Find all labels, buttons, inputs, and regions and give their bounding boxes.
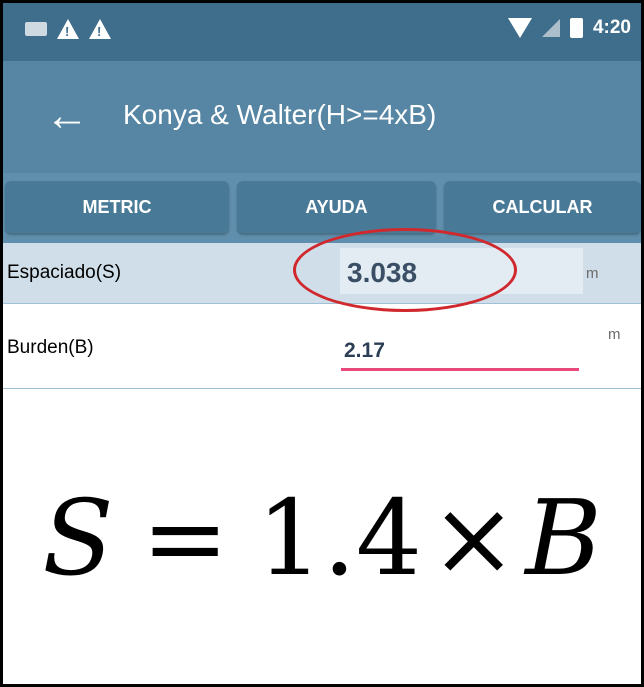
- annotation-circle: [293, 228, 517, 312]
- status-bar: 4:20: [3, 3, 641, 61]
- status-left-icons: [25, 19, 111, 39]
- app-bar: ← Konya & Walter(H>=4xB): [3, 61, 641, 173]
- burden-input-underline: [341, 368, 579, 371]
- page-title: Konya & Walter(H>=4xB): [123, 99, 437, 130]
- burden-input[interactable]: 2.17: [344, 339, 385, 362]
- espaciado-unit: m: [586, 265, 599, 282]
- burden-unit: m: [608, 326, 621, 343]
- formula-equals: =: [141, 476, 229, 599]
- formula-display: S = 1.4 × B: [3, 388, 641, 684]
- status-right-icons: 4:20: [507, 17, 631, 39]
- espaciado-label: Espaciado(S): [7, 262, 122, 283]
- signal-icon: [541, 19, 560, 37]
- ayuda-button[interactable]: AYUDA: [237, 181, 436, 233]
- metric-button[interactable]: METRIC: [5, 181, 229, 233]
- formula-lhs: S: [42, 476, 114, 599]
- formula-coefficient: 1.4: [256, 476, 423, 599]
- burden-label: Burden(B): [7, 337, 94, 358]
- warning-icon: [89, 19, 111, 39]
- action-button-row: METRIC AYUDA CALCULAR: [3, 173, 641, 243]
- battery-icon: [569, 18, 583, 38]
- back-arrow-icon[interactable]: ←: [45, 91, 89, 140]
- keyboard-icon: [25, 22, 47, 36]
- status-time: 4:20: [592, 17, 631, 38]
- formula-operator: ×: [430, 476, 518, 599]
- burden-row: Burden(B) 2.17 m: [3, 304, 641, 389]
- warning-icon: [57, 19, 79, 39]
- formula-rhs: B: [525, 476, 602, 599]
- calcular-button[interactable]: CALCULAR: [444, 181, 641, 233]
- wifi-icon: [507, 18, 532, 38]
